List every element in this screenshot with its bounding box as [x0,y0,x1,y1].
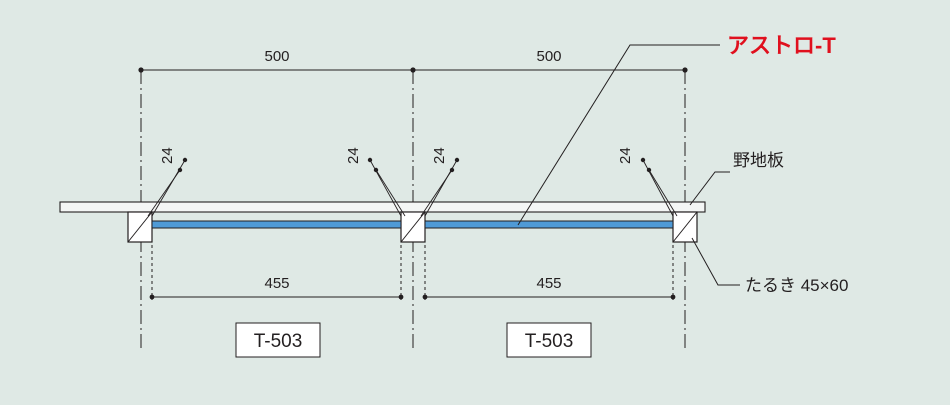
panel-left [151,212,402,229]
edge-label-2: 24 [345,147,362,164]
board-leader [689,171,730,206]
span-right-label: 500 [536,48,561,65]
rafter-middle [400,211,426,243]
panel-tag-left-text: T-503 [254,331,303,352]
rafter-right [672,211,698,243]
clear-right-label: 455 [536,275,561,292]
panel-right [424,212,674,229]
clear-left-label: 455 [264,275,289,292]
top-dimension-line [138,67,688,73]
roof-board [59,201,706,213]
edge-label-1: 24 [159,147,176,164]
rafter-left [127,211,153,243]
edge-label-4: 24 [617,147,634,164]
batten-leader [691,237,740,286]
edge-label-3: 24 [431,147,448,164]
panel-tag-right: T-503 [506,322,592,358]
bottom-dimension-lines [149,245,676,300]
product-label: アストロ-T [727,33,836,58]
panel-tag-left: T-503 [235,322,321,358]
edge-leaders [147,157,678,217]
span-left-label: 500 [264,48,289,65]
board-label: 野地板 [733,151,784,170]
product-leader [517,44,720,226]
batten-label: たるき 45×60 [745,276,848,295]
panel-tag-right-text: T-503 [525,331,574,352]
